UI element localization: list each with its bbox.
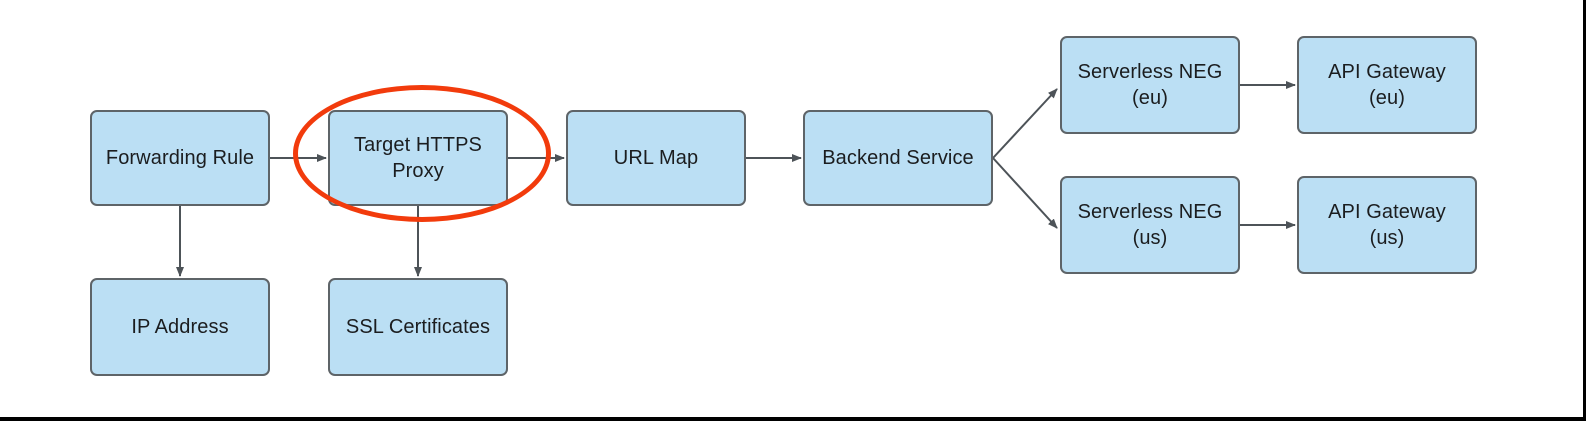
node-ssl-certificates[interactable]: SSL Certificates <box>328 278 508 376</box>
node-api-gateway-eu[interactable]: API Gateway (eu) <box>1297 36 1477 134</box>
node-serverless-neg-us[interactable]: Serverless NEG (us) <box>1060 176 1240 274</box>
node-ip-address[interactable]: IP Address <box>90 278 270 376</box>
node-serverless-neg-eu[interactable]: Serverless NEG (eu) <box>1060 36 1240 134</box>
node-target-https-proxy[interactable]: Target HTTPS Proxy <box>328 110 508 206</box>
node-forwarding-rule[interactable]: Forwarding Rule <box>90 110 270 206</box>
edge-backend-service-to-serverless-neg-us <box>992 157 1058 229</box>
node-url-map[interactable]: URL Map <box>566 110 746 206</box>
node-backend-service[interactable]: Backend Service <box>803 110 993 206</box>
node-api-gateway-us[interactable]: API Gateway (us) <box>1297 176 1477 274</box>
edge-backend-service-to-serverless-neg-eu <box>992 88 1058 159</box>
